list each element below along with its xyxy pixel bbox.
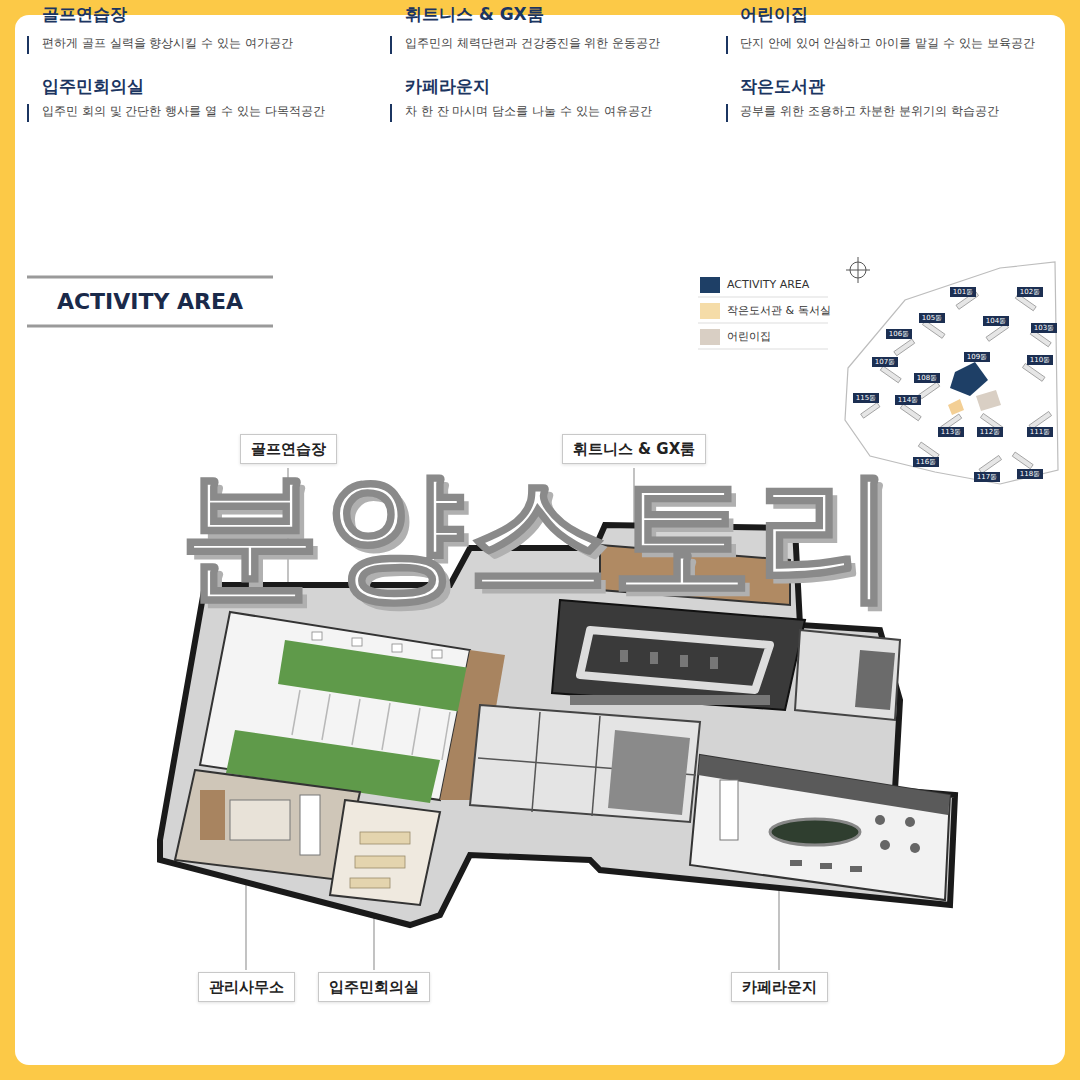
facility-description: 입주민의 체력단련과 건강증진을 위한 운동공간 (405, 36, 660, 50)
building-tag: 104동 (983, 316, 1009, 326)
building-tag: 107동 (872, 357, 898, 367)
building-number: 104동 (986, 317, 1006, 325)
callout-box: 휘트니스 & GX룸 (562, 434, 706, 464)
callout-text: 휘트니스 & GX룸 (573, 440, 695, 458)
callout-box: 골프연습장 (240, 434, 337, 464)
facility-heading: 골프연습장 (42, 4, 127, 24)
building-tag: 103동 (1031, 323, 1057, 333)
callout-text: 입주민회의실 (329, 978, 419, 996)
building-number: 115동 (856, 394, 876, 402)
building-number: 106동 (889, 330, 909, 338)
building-number: 117동 (977, 473, 997, 481)
building-number: 112동 (980, 428, 1000, 436)
building-tag: 105동 (919, 313, 945, 323)
building-tag: 109동 (964, 352, 990, 362)
section-title: ACTIVITY AREA (57, 289, 243, 315)
building-tag: 114동 (895, 395, 921, 405)
building-tag: 111동 (1027, 427, 1053, 437)
facility-heading: 휘트니스 & GX룸 (405, 4, 544, 24)
building-tag: 112동 (977, 427, 1003, 437)
legend-text: ACTIVITY AREA (727, 278, 809, 291)
building-tag: 118동 (1017, 469, 1043, 479)
building-number: 109동 (967, 353, 987, 361)
building-number: 111동 (1030, 428, 1050, 436)
callout-text: 골프연습장 (251, 440, 326, 458)
watermark: 분양스토리 (180, 451, 900, 619)
legend-swatch (700, 329, 720, 345)
facility-description: 공부를 위한 조용하고 차분한 분위기의 학습공간 (740, 104, 999, 118)
facility-heading: 작은도서관 (740, 76, 825, 96)
callout-box: 관리사무소 (198, 972, 295, 1002)
building-tag: 116동 (913, 457, 939, 467)
building-number: 118동 (1020, 470, 1040, 478)
building-tag: 102동 (1017, 287, 1043, 297)
building-tag: 110동 (1027, 355, 1053, 365)
facility-description: 입주민 회의 및 간단한 행사를 열 수 있는 다목적공간 (42, 104, 325, 118)
building-number: 116동 (916, 458, 936, 466)
building-number: 103동 (1034, 324, 1054, 332)
callout-text: 관리사무소 (209, 978, 284, 996)
building-tag: 106동 (886, 329, 912, 339)
callout-box: 입주민회의실 (318, 972, 430, 1002)
facility-description: 편하게 골프 실력을 향상시킬 수 있는 여가공간 (42, 36, 293, 50)
facility-heading: 카페라운지 (405, 76, 490, 96)
callout-text: 카페라운지 (742, 978, 817, 996)
building-number: 108동 (917, 374, 937, 382)
building-tag: 115동 (853, 393, 879, 403)
legend-text: 어린이집 (727, 330, 771, 343)
building-number: 107동 (875, 358, 895, 366)
building-number: 102동 (1020, 288, 1040, 296)
building-number: 105동 (922, 314, 942, 322)
building-number: 113동 (941, 428, 961, 436)
building-tag: 101동 (950, 287, 976, 297)
callout-box: 카페라운지 (731, 972, 828, 1002)
facility-heading: 어린이집 (740, 4, 808, 24)
legend-swatch (700, 277, 720, 293)
building-number: 101동 (953, 288, 973, 296)
building-number: 110동 (1030, 356, 1050, 364)
facility-heading: 입주민회의실 (42, 76, 144, 96)
building-tag: 117동 (974, 472, 1000, 482)
facility-description: 차 한 잔 마시며 담소를 나눌 수 있는 여유공간 (405, 104, 652, 118)
building-tag: 113동 (938, 427, 964, 437)
building-number: 114동 (898, 396, 918, 404)
facility-description: 단지 안에 있어 안심하고 아이를 맡길 수 있는 보육공간 (740, 36, 1035, 50)
building-tag: 108동 (914, 373, 940, 383)
legend-text: 작은도서관 & 독서실 (727, 304, 831, 317)
legend-swatch (700, 303, 720, 319)
